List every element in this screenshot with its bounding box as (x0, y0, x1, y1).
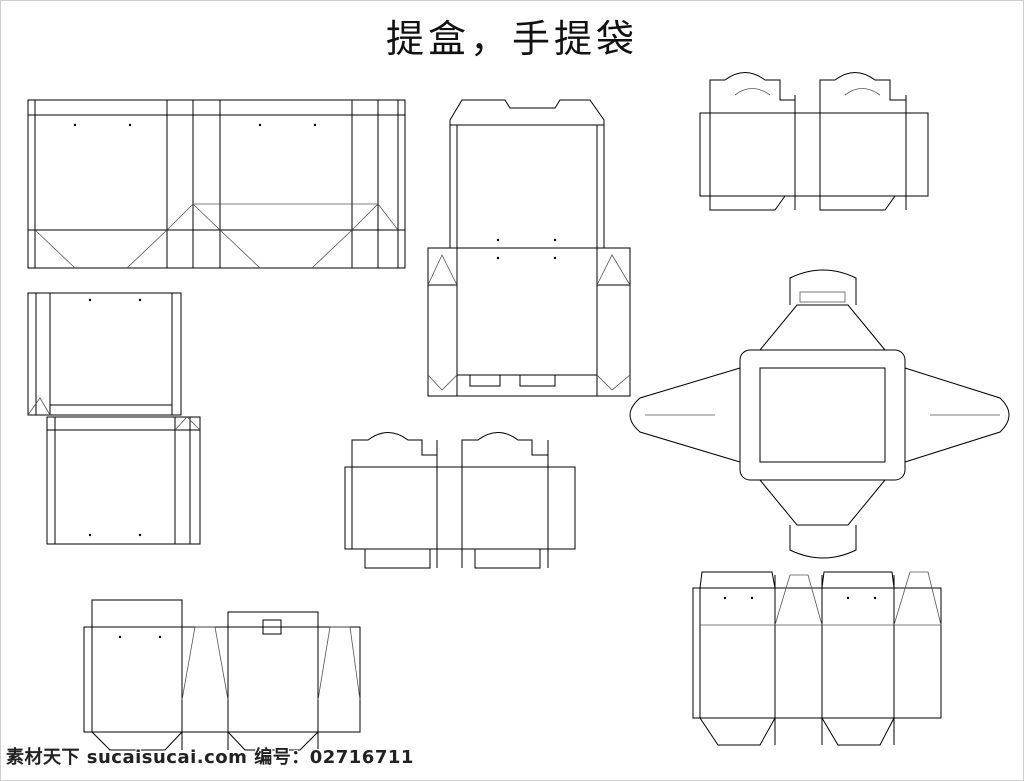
box-dieline-bottom-left (83, 599, 361, 751)
handbag-dieline-small (27, 292, 201, 545)
carry-box-dieline-tall (427, 99, 631, 397)
cross-carrier-dieline (629, 269, 1010, 559)
carry-box-dieline-top-right (699, 72, 929, 211)
box-dieline-bottom-right (692, 571, 942, 746)
handbag-dieline-long (27, 99, 406, 269)
watermark-text: 素材天下 sucaisucai.com 编号：02716711 (6, 747, 414, 768)
page-title: 提盒，手提袋 (385, 17, 638, 61)
carry-box-dieline-center (344, 432, 576, 569)
